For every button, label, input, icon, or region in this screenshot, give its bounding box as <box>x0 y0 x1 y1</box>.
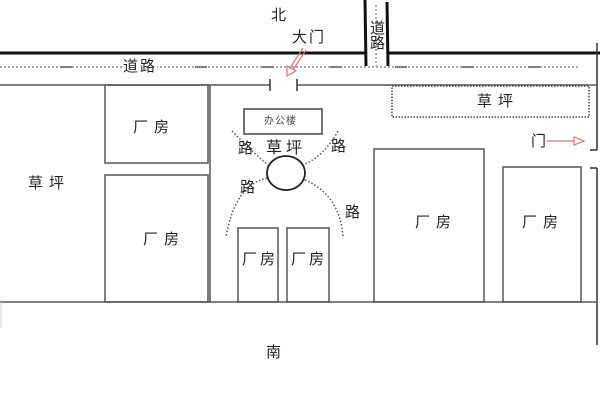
factory-east-1-outline <box>373 148 485 303</box>
factory-nw-label: 厂房 <box>133 118 176 136</box>
side-gate-arrow <box>547 136 586 146</box>
office-label: 办公楼 <box>264 116 297 127</box>
north-wall <box>0 0 600 67</box>
compound-north-fence <box>0 43 598 345</box>
north-label: 北 <box>271 6 293 24</box>
path-label-nw: 路 <box>238 139 260 157</box>
path-label-ne: 路 <box>331 137 353 155</box>
main-gate-arrow <box>286 47 307 78</box>
factory-w-outline <box>104 174 209 303</box>
west-lawn-label: 草坪 <box>28 174 71 192</box>
factory-east-2-label: 厂房 <box>522 213 565 231</box>
factory-center-right-label: 厂房 <box>291 250 328 268</box>
factory-w-label: 厂房 <box>143 230 186 248</box>
center-lawn-circle <box>266 155 306 191</box>
factory-center-left-label: 厂房 <box>242 250 279 268</box>
dotted-paths <box>225 130 344 238</box>
path-label-se: 路 <box>345 203 367 221</box>
northeast-lawn-label: 草坪 <box>477 92 520 110</box>
south-label: 南 <box>266 343 288 361</box>
office-outline <box>243 108 323 135</box>
main-gate-label: 大门 <box>292 28 327 46</box>
north-road-label: 道路 <box>123 57 158 75</box>
factory-east-1-label: 厂房 <box>415 213 458 231</box>
factory-center-left-outline <box>237 227 279 303</box>
vertical-road-label: 道路 <box>368 20 386 50</box>
path-label-sw: 路 <box>240 178 262 196</box>
side-gate-label: 门 <box>531 132 553 150</box>
factory-center-right-outline <box>286 227 330 303</box>
factory-nw-outline <box>104 84 209 164</box>
factory-east-2-outline <box>502 166 582 303</box>
center-lawn-label: 草坪 <box>266 138 307 157</box>
